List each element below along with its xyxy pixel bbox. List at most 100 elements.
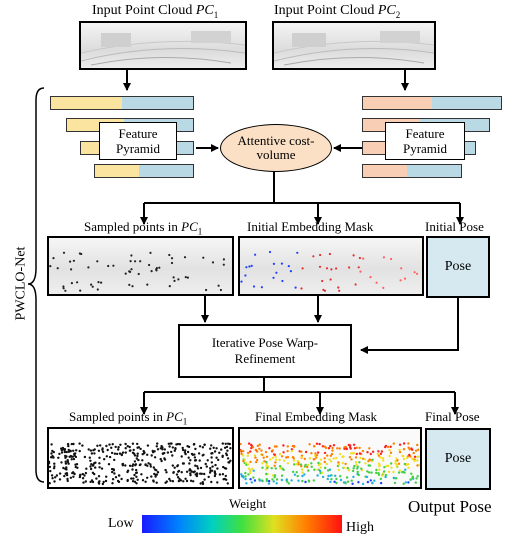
point-cloud-dot bbox=[348, 266, 351, 269]
point-cloud-dot bbox=[246, 454, 249, 457]
point-cloud-dot bbox=[327, 447, 331, 450]
point-cloud-dot bbox=[171, 480, 175, 483]
point-cloud-dot bbox=[262, 456, 265, 459]
point-cloud-dot bbox=[293, 445, 296, 448]
point-cloud-dot bbox=[379, 452, 383, 455]
point-cloud-dot bbox=[319, 253, 322, 257]
point-cloud-dot bbox=[241, 454, 245, 457]
point-cloud-dot bbox=[183, 451, 187, 454]
point-cloud-dot bbox=[119, 443, 122, 446]
point-cloud-dot bbox=[390, 466, 393, 469]
point-cloud-dot bbox=[328, 252, 331, 256]
point-cloud-dot bbox=[196, 465, 199, 468]
point-cloud-dot bbox=[269, 458, 272, 461]
point-cloud-dot bbox=[330, 452, 334, 456]
point-cloud-dot bbox=[381, 474, 384, 477]
point-cloud-dot bbox=[63, 474, 66, 478]
point-cloud-dot bbox=[300, 465, 303, 468]
point-cloud-dot bbox=[161, 448, 164, 451]
point-cloud-dot bbox=[241, 474, 245, 478]
point-cloud-dot bbox=[357, 481, 360, 484]
point-cloud-dot bbox=[217, 284, 220, 287]
point-cloud-dot bbox=[224, 442, 227, 445]
point-cloud-dot bbox=[273, 464, 276, 467]
point-cloud-dot bbox=[180, 471, 183, 474]
point-cloud-dot bbox=[287, 265, 290, 268]
point-cloud-dot bbox=[319, 458, 323, 461]
point-cloud-dot bbox=[103, 458, 106, 461]
point-cloud-dot bbox=[415, 477, 418, 480]
point-cloud-dot bbox=[155, 473, 159, 476]
right-pyramid-level-4 bbox=[362, 164, 462, 178]
point-cloud-dot bbox=[135, 471, 138, 474]
point-cloud-dot bbox=[278, 453, 282, 456]
point-cloud-dot bbox=[67, 450, 71, 453]
point-cloud-dot bbox=[403, 471, 406, 474]
point-cloud-dot bbox=[217, 458, 220, 462]
point-cloud-dot bbox=[249, 469, 252, 472]
point-cloud-dot bbox=[111, 470, 114, 474]
point-cloud-dot bbox=[335, 477, 338, 481]
point-cloud-dot bbox=[368, 458, 371, 461]
point-cloud-dot bbox=[387, 470, 391, 473]
point-cloud-dot bbox=[150, 454, 153, 457]
point-cloud-dot bbox=[270, 467, 273, 470]
point-cloud-dot bbox=[195, 472, 199, 475]
point-cloud-dot bbox=[53, 462, 56, 465]
point-cloud-dot bbox=[180, 455, 183, 458]
point-cloud-dot bbox=[335, 267, 338, 270]
point-cloud-dot bbox=[170, 450, 173, 454]
point-cloud-dot bbox=[352, 475, 355, 479]
point-cloud-dot bbox=[416, 475, 419, 478]
point-cloud-dot bbox=[301, 267, 304, 270]
point-cloud-dot bbox=[366, 451, 369, 454]
point-cloud-dot bbox=[96, 260, 99, 263]
point-cloud-dot bbox=[75, 449, 78, 452]
point-cloud-dot bbox=[159, 457, 162, 461]
point-cloud-dot bbox=[89, 465, 92, 468]
point-cloud-dot bbox=[193, 453, 196, 456]
point-cloud-dot bbox=[175, 443, 178, 446]
point-cloud-dot bbox=[136, 454, 139, 458]
point-cloud-dot bbox=[69, 454, 73, 458]
point-cloud-dot bbox=[83, 455, 87, 459]
point-cloud-dot bbox=[133, 460, 137, 463]
point-cloud-dot bbox=[168, 285, 171, 288]
point-cloud-dot bbox=[286, 480, 289, 483]
point-cloud-dot bbox=[344, 482, 347, 485]
point-cloud-dot bbox=[265, 455, 269, 458]
point-cloud-dot bbox=[271, 449, 274, 452]
point-cloud-dot bbox=[203, 443, 206, 446]
point-cloud-dot bbox=[105, 455, 108, 458]
point-cloud-dot bbox=[64, 472, 67, 475]
point-cloud-dot bbox=[78, 252, 81, 255]
point-cloud-dot bbox=[203, 478, 206, 481]
point-cloud-dot bbox=[153, 450, 156, 453]
point-cloud-dot bbox=[189, 473, 192, 477]
point-cloud-dot bbox=[354, 283, 357, 286]
point-cloud-dot bbox=[182, 462, 185, 465]
point-cloud-dot bbox=[112, 264, 115, 267]
point-cloud-dot bbox=[90, 479, 94, 482]
point-cloud-dot bbox=[160, 459, 163, 463]
point-cloud-dot bbox=[222, 465, 225, 469]
point-cloud-dot bbox=[306, 463, 310, 467]
point-cloud-dot bbox=[64, 462, 68, 465]
point-cloud-dot bbox=[316, 468, 319, 471]
point-cloud-dot bbox=[172, 471, 175, 474]
point-cloud-dot bbox=[96, 444, 99, 447]
point-cloud-dot bbox=[379, 477, 382, 481]
point-cloud-dot bbox=[177, 278, 180, 281]
point-cloud-dot bbox=[411, 457, 414, 460]
point-cloud-dot bbox=[414, 449, 418, 452]
point-cloud-dot bbox=[410, 472, 413, 475]
point-cloud-dot bbox=[375, 281, 378, 284]
point-cloud-dot bbox=[286, 462, 290, 465]
point-cloud-dot bbox=[366, 470, 369, 473]
point-cloud-dot bbox=[212, 446, 215, 449]
point-cloud-dot bbox=[171, 464, 174, 467]
point-cloud-dot bbox=[313, 468, 316, 471]
stage2-sampled-label: Sampled points in PC1 bbox=[69, 409, 188, 427]
point-cloud-dot bbox=[295, 463, 298, 466]
point-cloud-dot bbox=[70, 442, 73, 446]
